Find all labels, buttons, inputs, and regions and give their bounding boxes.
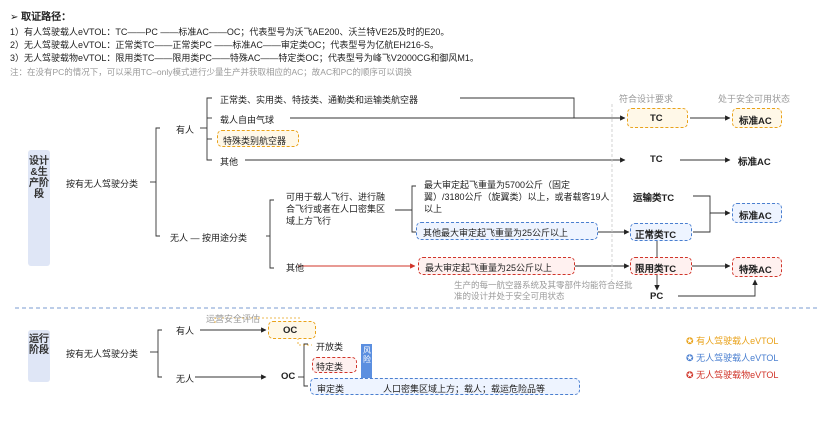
operation-stage-label: 运行阶段 (28, 330, 50, 382)
ops-certified-box: 审定类 人口密集区域上方；载人；载运危险品等 (310, 378, 580, 395)
design-manned-label: 有人 (176, 125, 195, 135)
ops-classify-label: 按有无人驾驶分类 (66, 349, 139, 359)
ac-standard-other: 标准AC (738, 157, 771, 168)
category-free-balloon: 载人自由气球 (220, 115, 275, 125)
header-title: 取证路径： (21, 12, 72, 23)
header-note: 注：在没有PC的情况下，可以采用TC–only模式进行少量生产并获取相应的AC；… (10, 67, 412, 77)
weight-transport-text: 最大审定起飞重量为5700公斤（固定翼）/3180公斤（旋翼类）以上，或者载客1… (424, 180, 610, 214)
tc-limited-box: 限用类TC (630, 257, 692, 275)
legend-unmanned-passenger-label: 无人驾驶载人eVTOL (696, 353, 779, 363)
ops-open-class: 开放类 (316, 342, 344, 352)
tc-limited: 限用类TC (635, 264, 677, 275)
header-title-row: ➢ 取证路径： (10, 8, 71, 23)
category-special-aircraft: 特殊类别航空器 (223, 136, 287, 146)
ops-certified-note: 人口密集区域上方；载人；载运危险品等 (383, 384, 546, 394)
pc-note: 生产的每一航空器系统及其零部件均能符合经批准的设计并处于安全可用状态 (454, 280, 633, 301)
risk-label: 风险 (363, 346, 371, 364)
legend-unmanned-cargo: ✪ 无人驾驶载物eVTOL (686, 368, 778, 381)
ac-standard-unmanned: 标准AC (739, 211, 772, 222)
tc-other: TC (650, 154, 663, 165)
ac-standard-manned: 标准AC (739, 116, 772, 127)
weight-limited-text: 最大审定起飞重量为25公斤以上 (425, 263, 553, 273)
use-people-flight: 可用于载人飞行、进行融合飞行或者在人口密集区域上方飞行 (286, 192, 386, 226)
ops-specific-class: 特定类 (316, 362, 344, 372)
path-line-2: 2）无人驾驶载人eVTOL：正常类TC——正常类PC ——标准AC——审定类OC… (10, 40, 439, 50)
ac-special: 特殊AC (739, 265, 772, 276)
design-stage-label: 设计&生产阶段 (28, 150, 50, 266)
ac-column-header: 处于安全可用状态 (718, 94, 791, 104)
tc-transport: 运输类TC (633, 193, 675, 204)
legend-manned-passenger-label: 有人驾驶载人eVTOL (696, 336, 779, 346)
oc-manned: OC (283, 325, 298, 336)
category-normal-aircraft: 正常类、实用类、特技类、通勤类和运输类航空器 (220, 95, 419, 105)
weight-limited-box: 最大审定起飞重量为25公斤以上 (418, 257, 575, 275)
path-line-1: 1）有人驾驶载人eVTOL：TC——PC ——标准AC——OC；代表型号为沃飞A… (10, 27, 450, 37)
path-line-3: 3）无人驾驶载物eVTOL：限用类TC——限用类PC——特殊AC——特定类OC；… (10, 53, 479, 63)
ops-unmanned-label: 无人 (176, 374, 195, 384)
tc-normal-box: 正常类TC (630, 223, 692, 241)
design-classify-label: 按有无人驾驶分类 (66, 179, 139, 189)
tc-column-header: 符合设计要求 (619, 94, 674, 104)
oc-unmanned: OC (281, 371, 296, 382)
legend-unmanned-passenger-icon: ✪ (686, 353, 694, 363)
legend-manned-passenger-icon: ✪ (686, 336, 694, 346)
ac-special-box: 特殊AC (732, 257, 782, 277)
ops-certified-class: 审定类 (317, 384, 345, 394)
weight-normal-box: 其他最大审定起飞重量为25公斤以上 (416, 222, 598, 240)
legend-unmanned-passenger: ✪ 无人驾驶载人eVTOL (686, 351, 778, 364)
tc-manned-box: TC (627, 108, 688, 128)
oc-manned-box: OC (268, 321, 316, 339)
ops-specific-box: 特定类 (312, 357, 357, 373)
legend-unmanned-cargo-icon: ✪ (686, 370, 694, 380)
design-unmanned-use-label: 无人 — 按用途分类 (170, 233, 248, 243)
ops-manned-label: 有人 (176, 326, 195, 336)
weight-normal-text: 其他最大审定起飞重量为25公斤以上 (423, 228, 569, 238)
legend-unmanned-cargo-label: 无人驾驶载物eVTOL (696, 370, 779, 380)
ac-standard-unmanned-box: 标准AC (732, 203, 782, 223)
use-other: 其他 (286, 263, 305, 273)
pc-label: PC (650, 291, 664, 302)
ops-safety-eval: 运营安全评估 (206, 314, 261, 324)
legend-manned-passenger: ✪ 有人驾驶载人eVTOL (686, 334, 778, 347)
bullet-arrow-icon: ➢ (10, 12, 19, 23)
tc-normal: 正常类TC (635, 230, 677, 241)
category-special-box: 特殊类别航空器 (217, 130, 299, 147)
category-other: 其他 (220, 157, 239, 167)
tc-manned: TC (650, 113, 663, 124)
ac-standard-manned-box: 标准AC (732, 108, 782, 128)
